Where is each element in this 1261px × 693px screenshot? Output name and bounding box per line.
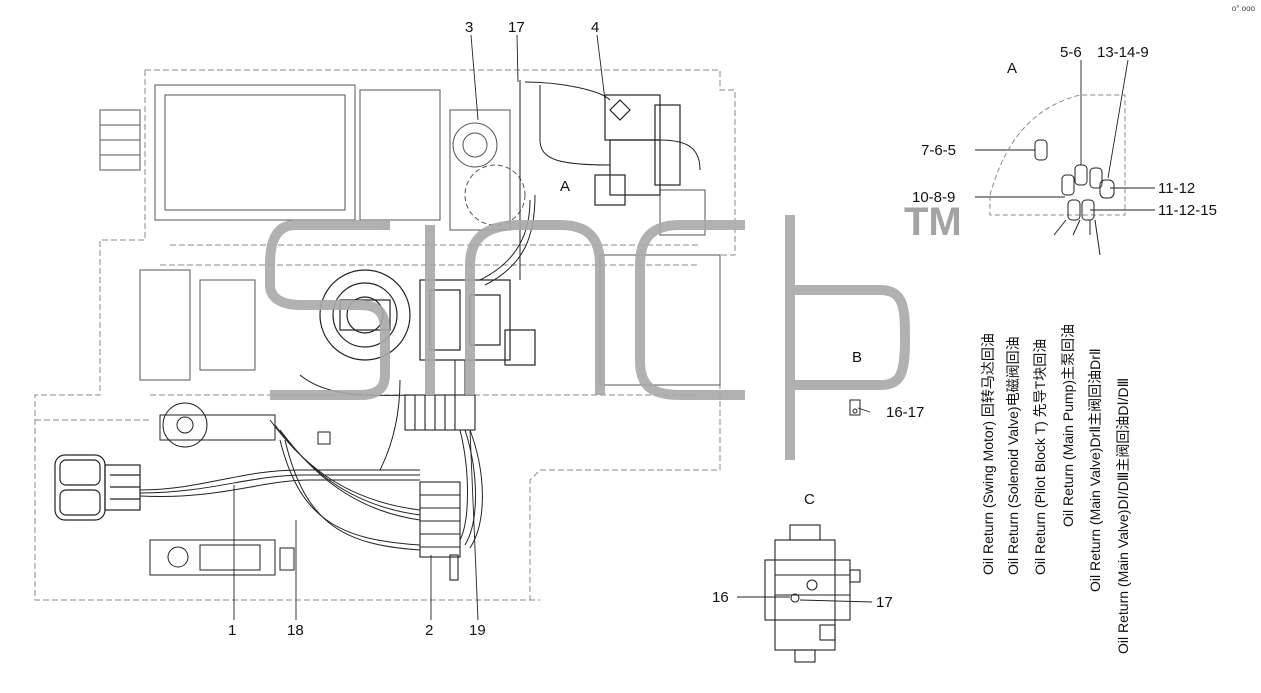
view-label-c: C	[804, 491, 815, 508]
callout-18: 18	[287, 622, 304, 639]
legend-main-valve-di-diii-return: Oil Return (Main Valve)DⅠ/DⅢ主阀回油DⅠ/DⅢ	[1115, 377, 1131, 654]
control-console	[149, 402, 331, 576]
callout-16-c: 16	[712, 589, 729, 606]
detail-c-valve	[764, 524, 861, 663]
callout-11-12: 11-12	[1158, 180, 1196, 197]
callout-19: 19	[469, 622, 486, 639]
callout-1: 1	[228, 622, 237, 639]
legend-main-pump-return: Oil Return (Main Pump)主泵回油	[1060, 323, 1076, 527]
callout-7-6-5: 7-6-5	[921, 142, 957, 159]
callout-5-6: 5-6	[1060, 44, 1082, 61]
callout-13-14-9: 13-14-9	[1097, 44, 1149, 61]
main-pump	[594, 94, 681, 206]
legend-solenoid-valve-return: Oil Return (Solenoid Valve)电磁阀回油	[1005, 336, 1021, 575]
swing-motor	[319, 269, 411, 361]
main-valve-block	[419, 279, 536, 366]
callout-17-top: 17	[508, 19, 525, 36]
callout-11-12-15: 11-12-15	[1158, 202, 1217, 219]
callout-17-c: 17	[876, 594, 893, 611]
callout-4: 4	[591, 19, 600, 36]
travel-pedals	[54, 454, 141, 521]
corner-mark: o° ooo	[1231, 4, 1255, 13]
legend-pilot-block-return: Oil Return (Pilot Block T) 先导T块回油	[1032, 338, 1048, 575]
callout-10-8-9: 10-8-9	[912, 189, 956, 206]
legend-swing-motor-return: Oil Return (Swing Motor) 回转马达回油	[980, 333, 996, 575]
callout-16-17-b: 16-17	[886, 404, 925, 421]
view-label-a-main: A	[560, 178, 571, 195]
view-label-b: B	[852, 349, 863, 366]
pilot-manifold	[404, 394, 476, 581]
leader-lines	[233, 34, 1155, 621]
legend-main-valve-drii-return: Oil Return (Main Valve)DrⅡ主阀回油DrⅡ	[1087, 348, 1103, 592]
callout-2: 2	[425, 622, 434, 639]
detail-b-drawing	[849, 399, 861, 416]
upper-structure	[99, 84, 721, 386]
view-label-a-detail: A	[1007, 60, 1018, 77]
callout-3: 3	[465, 19, 474, 36]
watermark-trademark: TM	[904, 200, 962, 244]
watermark-shapes	[265, 215, 911, 460]
detail-a-drawing	[989, 94, 1126, 256]
